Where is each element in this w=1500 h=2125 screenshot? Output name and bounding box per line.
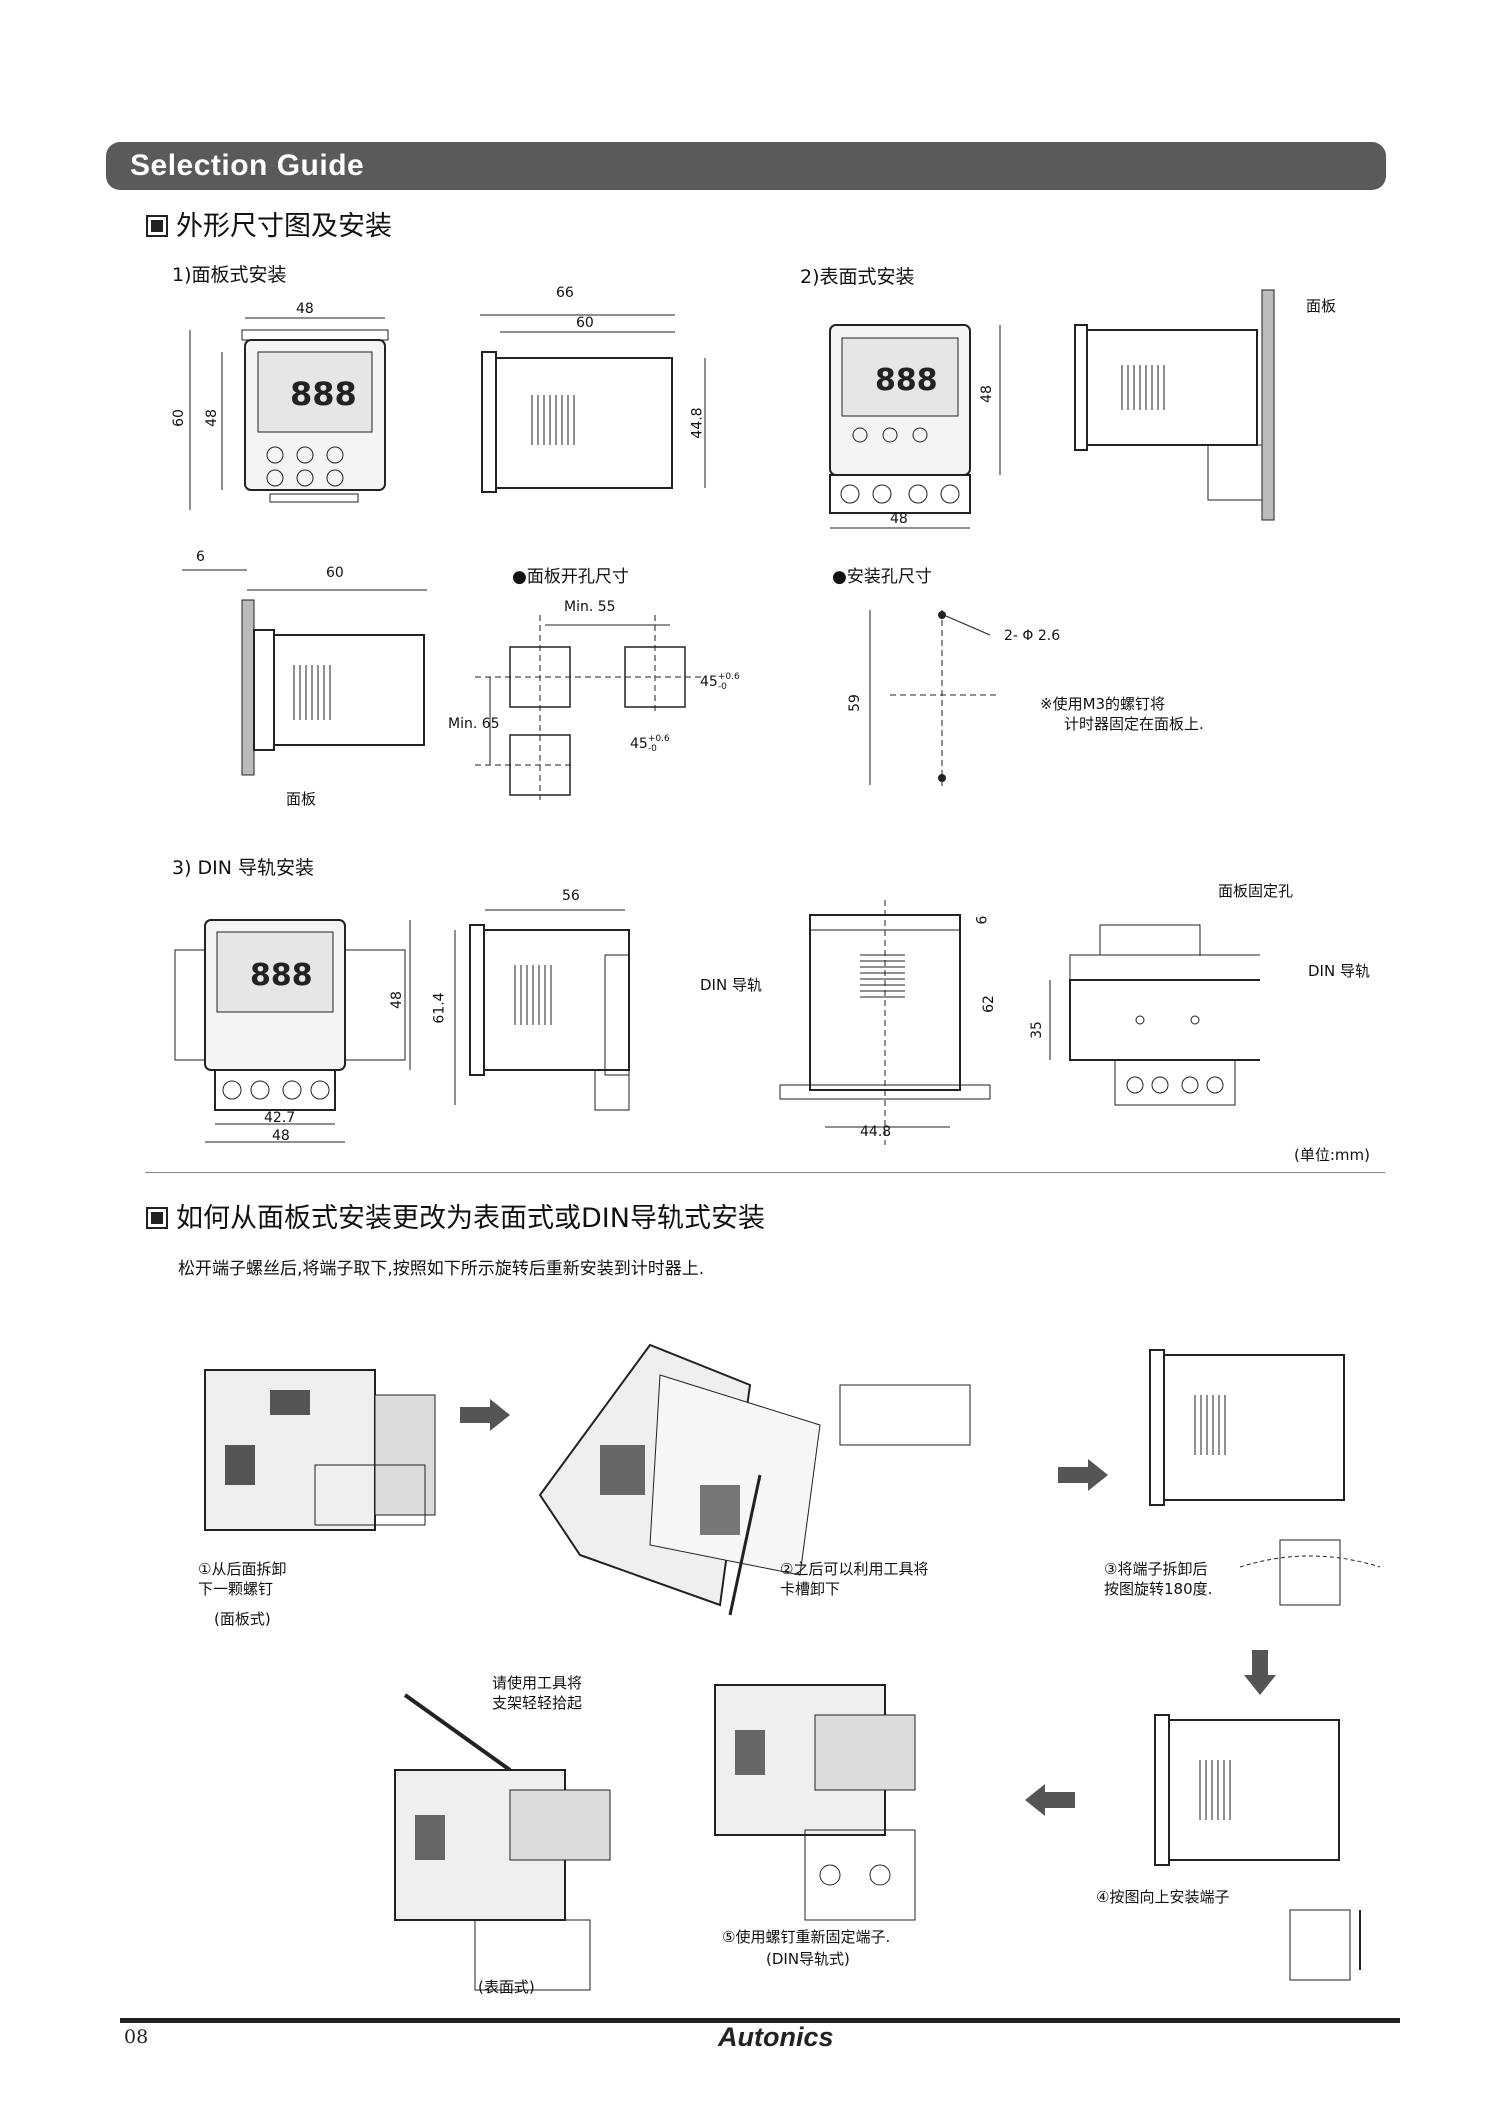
hole-note-1: ※使用M3的螺钉将 bbox=[1040, 695, 1166, 713]
svg-text:888: 888 bbox=[290, 375, 357, 413]
hole-diameter: 2- Φ 2.6 bbox=[1004, 628, 1061, 644]
din-dim-56: 56 bbox=[562, 888, 580, 904]
svg-text:888: 888 bbox=[875, 363, 938, 398]
header-bar bbox=[106, 142, 1386, 190]
dim-48-bottom: 48 bbox=[890, 511, 908, 527]
section-title-text: 外形尺寸图及安装 bbox=[176, 211, 392, 242]
hole-dims-label: ●安装孔尺寸 bbox=[832, 567, 932, 587]
conversion-intro: 松开端子螺丝后,将端子取下,按照如下所示旋转后重新安装到计时器上. bbox=[178, 1259, 705, 1279]
surface-mount-front-diagram: 888 bbox=[829, 324, 1001, 529]
step1-text-2: 下一颗螺钉 bbox=[198, 1580, 274, 1598]
panel-mount-label: 1)面板式安装 bbox=[172, 264, 287, 286]
step-tool-illustration bbox=[394, 1693, 611, 1991]
din-rail-diagram bbox=[1049, 924, 1260, 1106]
step3-text-2: 按图旋转180度. bbox=[1104, 1580, 1213, 1598]
panel-mount-side-with-panel-diagram bbox=[182, 569, 427, 776]
din-dim-61-4: 61.4 bbox=[431, 992, 448, 1024]
arrow-down-icon bbox=[1244, 1650, 1276, 1695]
page-title: Selection Guide bbox=[130, 149, 365, 182]
arrow-right-icon bbox=[1058, 1459, 1108, 1491]
tol-bottom-value: 45 bbox=[630, 736, 648, 752]
section2-title-text: 如何从面板式安装更改为表面式或DIN导轨式安装 bbox=[176, 1203, 765, 1234]
step1-text-3: (面板式) bbox=[214, 1610, 271, 1628]
panel-label: 面板 bbox=[286, 790, 317, 808]
square-bullet-icon bbox=[146, 1207, 168, 1229]
dim-48-top: 48 bbox=[296, 301, 314, 317]
section-title-dimensions: 外形尺寸图及安装 bbox=[146, 204, 392, 243]
tool-text-2: 支架轻轻拾起 bbox=[492, 1694, 583, 1712]
page-number: 08 bbox=[124, 2026, 149, 2048]
din-dim-35: 35 bbox=[1028, 1021, 1045, 1039]
hole-note-2: 计时器固定在面板上. bbox=[1064, 715, 1204, 733]
hole-dims-diagram bbox=[869, 610, 1000, 790]
section-title-conversion: 如何从面板式安装更改为表面式或DIN导轨式安装 bbox=[146, 1196, 765, 1235]
panel-mount-front-diagram: 888 bbox=[189, 317, 389, 510]
step4-text: ④按图向上安装端子 bbox=[1096, 1888, 1230, 1906]
din-side-diagram bbox=[454, 909, 630, 1111]
din-mount-label: 3) DIN 导轨安装 bbox=[172, 857, 315, 879]
dim-48-left: 48 bbox=[203, 409, 220, 427]
panel-mount-side-diagram bbox=[480, 314, 706, 493]
cutout-tol-bottom: 45+0.6-0 bbox=[630, 734, 670, 754]
din-rail-label-2: DIN 导轨 bbox=[1308, 962, 1370, 980]
unit-label: (单位:mm) bbox=[1294, 1146, 1370, 1164]
step3-illustration bbox=[1149, 1349, 1380, 1606]
arrow-left-icon bbox=[1025, 1784, 1075, 1816]
hole-height-59: 59 bbox=[846, 694, 863, 712]
square-bullet-icon bbox=[146, 215, 168, 237]
panel-cutout-diagram bbox=[475, 615, 705, 800]
din-dim-48-right: 48 bbox=[388, 991, 405, 1009]
tol-right-value: 45 bbox=[700, 674, 718, 690]
dim-48-right: 48 bbox=[978, 385, 995, 403]
dim-6: 6 bbox=[196, 549, 205, 565]
step2-text-2: 卡槽卸下 bbox=[780, 1580, 841, 1598]
din-front-diagram: 888 bbox=[174, 919, 411, 1143]
panel-fix-hole-label: 面板固定孔 bbox=[1218, 882, 1294, 900]
step5-text-1: ⑤使用螺钉重新固定端子. bbox=[722, 1928, 891, 1946]
tool-text-1: 请使用工具将 bbox=[492, 1674, 583, 1692]
step2-text-1: ②之后可以利用工具将 bbox=[780, 1560, 929, 1578]
footer-rule bbox=[120, 2018, 1400, 2023]
section-divider bbox=[145, 1172, 1385, 1173]
din-dim-44-8: 44.8 bbox=[860, 1124, 892, 1140]
cutout-min55: Min. 55 bbox=[564, 599, 616, 615]
step5-text-2: (DIN导轨式) bbox=[766, 1950, 850, 1968]
din-dim-6: 6 bbox=[974, 915, 991, 925]
panel-cutout-label: ●面板开孔尺寸 bbox=[512, 567, 629, 587]
din-dim-62: 62 bbox=[980, 995, 997, 1013]
dim-66-top: 66 bbox=[556, 285, 574, 301]
din-dim-42-7: 42.7 bbox=[264, 1110, 296, 1126]
surface-mount-side-diagram bbox=[1074, 289, 1275, 521]
surface-text: (表面式) bbox=[478, 1978, 535, 1996]
cutout-min65: Min. 65 bbox=[448, 716, 500, 732]
tol-bottom-sub: -0 bbox=[647, 744, 657, 754]
cutout-tol-right: 45+0.6-0 bbox=[700, 672, 740, 692]
din-rail-label-1: DIN 导轨 bbox=[700, 976, 762, 994]
arrow-right-icon bbox=[460, 1399, 510, 1431]
tol-right-sub: -0 bbox=[717, 682, 727, 692]
step2-illustration bbox=[538, 1343, 971, 1616]
tol-right-sup: +0.6 bbox=[717, 672, 740, 682]
brand-logo: Autonics bbox=[718, 2022, 834, 2052]
surface-mount-label: 2)表面式安装 bbox=[800, 266, 915, 288]
step4-illustration bbox=[1154, 1714, 1361, 1981]
din-dim-48-bottom: 48 bbox=[272, 1128, 290, 1144]
dim-44-8-right: 44.8 bbox=[689, 407, 706, 439]
din-top-diagram bbox=[779, 900, 991, 1145]
step1-text-1: ①从后面拆卸 bbox=[198, 1560, 287, 1578]
step3-text-1: ③将端子拆卸后 bbox=[1104, 1560, 1208, 1578]
surface-panel-label: 面板 bbox=[1306, 297, 1337, 315]
tol-bottom-sup: +0.6 bbox=[647, 734, 670, 744]
dim-60-top: 60 bbox=[576, 315, 594, 331]
step1-illustration bbox=[204, 1369, 436, 1531]
dim-60-left: 60 bbox=[170, 409, 187, 427]
step5-illustration bbox=[714, 1684, 916, 1921]
dim-60-side: 60 bbox=[326, 565, 344, 581]
svg-text:888: 888 bbox=[250, 958, 313, 993]
